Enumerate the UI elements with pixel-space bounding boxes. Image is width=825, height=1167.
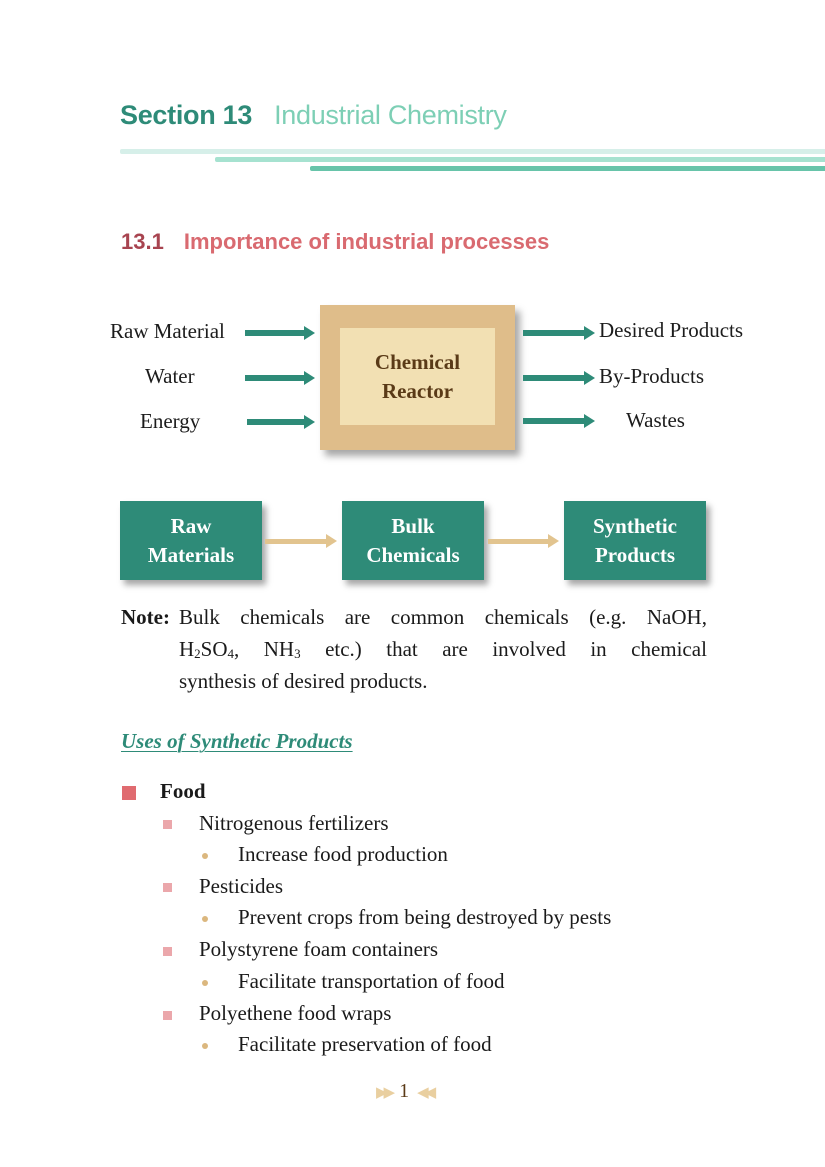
- flow-step-synthetic-products: Synthetic Products: [564, 501, 706, 580]
- input-arrow-icon: [245, 371, 315, 385]
- chemical-reactor-label: Chemical Reactor: [340, 328, 495, 425]
- section-title: Section 13 Industrial Chemistry: [120, 100, 507, 131]
- flow-arrow-icon: [265, 534, 337, 548]
- reactor-label-line: Chemical: [374, 349, 461, 374]
- note-word: etc.): [325, 637, 362, 661]
- formula-part: SO: [200, 637, 228, 661]
- note-line-3: synthesis of desired products.: [179, 669, 428, 693]
- formula-subscript: 3: [294, 646, 301, 661]
- list-item-product: Polystyrene foam containers: [199, 937, 439, 961]
- dot-bullet-icon: [202, 980, 208, 986]
- formula-part: NH: [263, 637, 295, 661]
- list-item-use: Increase food production: [238, 842, 448, 866]
- subsection-title: 13.1 Importance of industrial processes: [121, 229, 549, 255]
- reactor-label-line: Reactor: [381, 378, 454, 403]
- list-item-product: Pesticides: [199, 874, 283, 898]
- input-label: Water: [145, 364, 195, 388]
- formula-subscript: 2: [194, 646, 201, 661]
- output-arrow-icon: [523, 371, 595, 385]
- dot-bullet-icon: [202, 916, 208, 922]
- section-name: Industrial Chemistry: [274, 100, 507, 130]
- note-word: chemical: [631, 637, 707, 661]
- note-word: NaOH,: [646, 605, 707, 629]
- input-label: Raw Material: [110, 319, 225, 343]
- note-word: chemicals: [484, 605, 569, 629]
- input-arrow-icon: [245, 326, 315, 340]
- flow-step-line: Chemicals: [366, 542, 460, 567]
- list-item-product: Polyethene food wraps: [199, 1001, 392, 1025]
- note-line-1: Bulk chemicals are common chemicals (e.g…: [179, 600, 707, 634]
- note-label: Note:: [121, 605, 170, 629]
- output-label: By-Products: [599, 364, 704, 388]
- output-label: Desired Products: [599, 318, 744, 342]
- dot-bullet-icon: [202, 853, 208, 859]
- page-number: ▶▶ 1 ◀◀: [376, 1080, 436, 1103]
- flow-step-line: Synthetic: [593, 513, 677, 538]
- subsection-number: 13.1: [121, 229, 164, 254]
- small-square-bullet-icon: [163, 883, 172, 892]
- note-word: are: [442, 637, 468, 661]
- note-word: that: [386, 637, 418, 661]
- flow-step-line: Bulk: [391, 513, 435, 538]
- header-rule-2: [215, 157, 825, 162]
- small-square-bullet-icon: [163, 1011, 172, 1020]
- list-item-product: Nitrogenous fertilizers: [199, 811, 389, 835]
- chemical-reactor-box: Chemical Reactor: [320, 305, 515, 450]
- note-word: (e.g.: [589, 605, 627, 629]
- note-word: are: [344, 605, 371, 629]
- right-chevrons-icon: ▶▶: [376, 1082, 395, 1101]
- header-rule-1: [120, 149, 825, 154]
- flow-step-line: Raw: [170, 513, 212, 538]
- small-square-bullet-icon: [163, 820, 172, 829]
- page-number-value: 1: [399, 1080, 410, 1102]
- formula-part: H: [179, 637, 195, 661]
- note-word: involved: [492, 637, 566, 661]
- flow-step-line: Products: [594, 542, 676, 567]
- square-bullet-icon: [122, 786, 136, 800]
- uses-heading: Uses of Synthetic Products: [121, 729, 353, 753]
- flow-step-raw-materials: Raw Materials: [120, 501, 262, 580]
- output-arrow-icon: [523, 326, 595, 340]
- list-item-use: Prevent crops from being destroyed by pe…: [238, 905, 612, 929]
- output-arrow-icon: [523, 414, 595, 428]
- dot-bullet-icon: [202, 1043, 208, 1049]
- flow-step-line: Materials: [147, 542, 235, 567]
- input-label: Energy: [140, 409, 201, 433]
- list-item-use: Facilitate preservation of food: [238, 1032, 492, 1056]
- left-chevrons-icon: ◀◀: [417, 1082, 436, 1101]
- formula-nh3: NH3: [264, 632, 301, 671]
- note-line-2: H2SO4, NH3 etc.) that are involved in ch…: [179, 632, 707, 671]
- note-word: common: [390, 605, 465, 629]
- header-rule-3: [310, 166, 825, 171]
- flow-arrow-icon: [488, 534, 559, 548]
- output-label: Wastes: [626, 408, 685, 432]
- formula-part: ,: [234, 637, 240, 661]
- category-food: Food: [160, 779, 206, 803]
- section-number: Section 13: [120, 100, 253, 130]
- flow-step-bulk-chemicals: Bulk Chemicals: [342, 501, 484, 580]
- note-word: Bulk: [179, 605, 220, 629]
- note-word: in: [590, 637, 607, 661]
- small-square-bullet-icon: [163, 947, 172, 956]
- list-item-use: Facilitate transportation of food: [238, 969, 505, 993]
- formula-h2so4: H2SO4,: [179, 632, 239, 671]
- subsection-name: Importance of industrial processes: [183, 229, 550, 254]
- note-word: chemicals: [240, 605, 325, 629]
- formula-subscript: 4: [227, 646, 235, 661]
- input-arrow-icon: [247, 415, 315, 429]
